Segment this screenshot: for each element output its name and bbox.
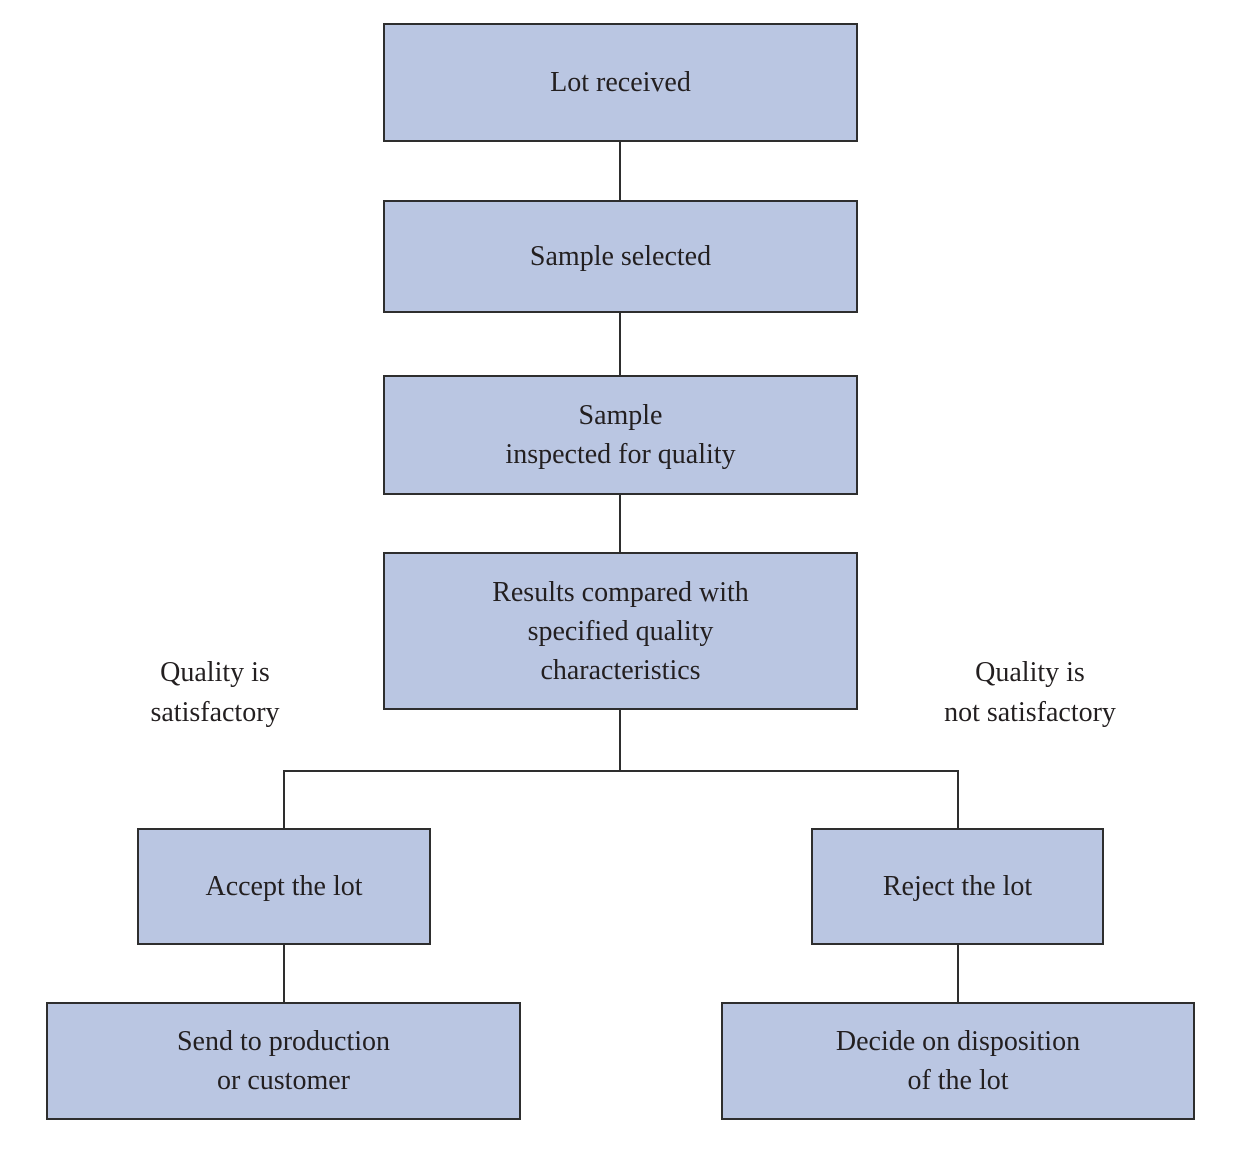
node-send-production: Send to production or customer	[46, 1002, 521, 1120]
node-sample-inspected-line1: Sample	[578, 400, 663, 431]
node-results-compared: Results compared with specified quality …	[383, 552, 858, 710]
node-send-production-line2: or customer	[217, 1065, 350, 1096]
node-sample-selected: Sample selected	[383, 200, 858, 313]
node-sample-inspected: Sample inspected for quality	[383, 375, 858, 495]
node-results-compared-line2: specified quality	[527, 615, 714, 647]
node-lot-received: Lot received	[383, 23, 858, 142]
node-results-compared-line3: characteristics	[540, 654, 701, 686]
node-sample-selected-label: Sample selected	[529, 241, 712, 272]
node-reject-lot-label: Reject the lot	[882, 871, 1033, 902]
node-send-production-line1: Send to production	[176, 1026, 391, 1057]
node-decide-disposition-line2: of the lot	[907, 1065, 1009, 1096]
node-reject-lot: Reject the lot	[811, 828, 1104, 945]
connector-lot-to-sample	[619, 140, 621, 202]
connector-branch-to-accept	[283, 770, 285, 830]
branch-label-not-satisfactory-line2: not satisfactory	[944, 697, 1116, 728]
node-results-compared-line1: Results compared with	[492, 576, 749, 608]
node-decide-disposition: Decide on disposition of the lot	[721, 1002, 1195, 1120]
connector-results-to-branch	[619, 708, 621, 772]
branch-label-satisfactory-line1: Quality is	[160, 657, 270, 688]
branch-label-satisfactory: Quality is satisfactory	[95, 653, 335, 733]
connector-accept-to-send	[283, 943, 285, 1004]
node-accept-lot-label: Accept the lot	[205, 871, 363, 902]
branch-label-not-satisfactory: Quality is not satisfactory	[910, 653, 1150, 733]
node-accept-lot: Accept the lot	[137, 828, 431, 945]
node-decide-disposition-line1: Decide on disposition	[835, 1026, 1081, 1057]
node-lot-received-label: Lot received	[550, 67, 691, 98]
node-sample-inspected-line2: inspected for quality	[505, 439, 736, 470]
connector-inspect-to-results	[619, 493, 621, 554]
connector-reject-to-decide	[957, 943, 959, 1004]
branch-label-not-satisfactory-line1: Quality is	[975, 657, 1085, 688]
connector-branch-to-reject	[957, 770, 959, 830]
branch-label-satisfactory-line2: satisfactory	[150, 697, 280, 728]
connector-branch-horizontal	[283, 770, 959, 772]
connector-sample-to-inspect	[619, 311, 621, 377]
